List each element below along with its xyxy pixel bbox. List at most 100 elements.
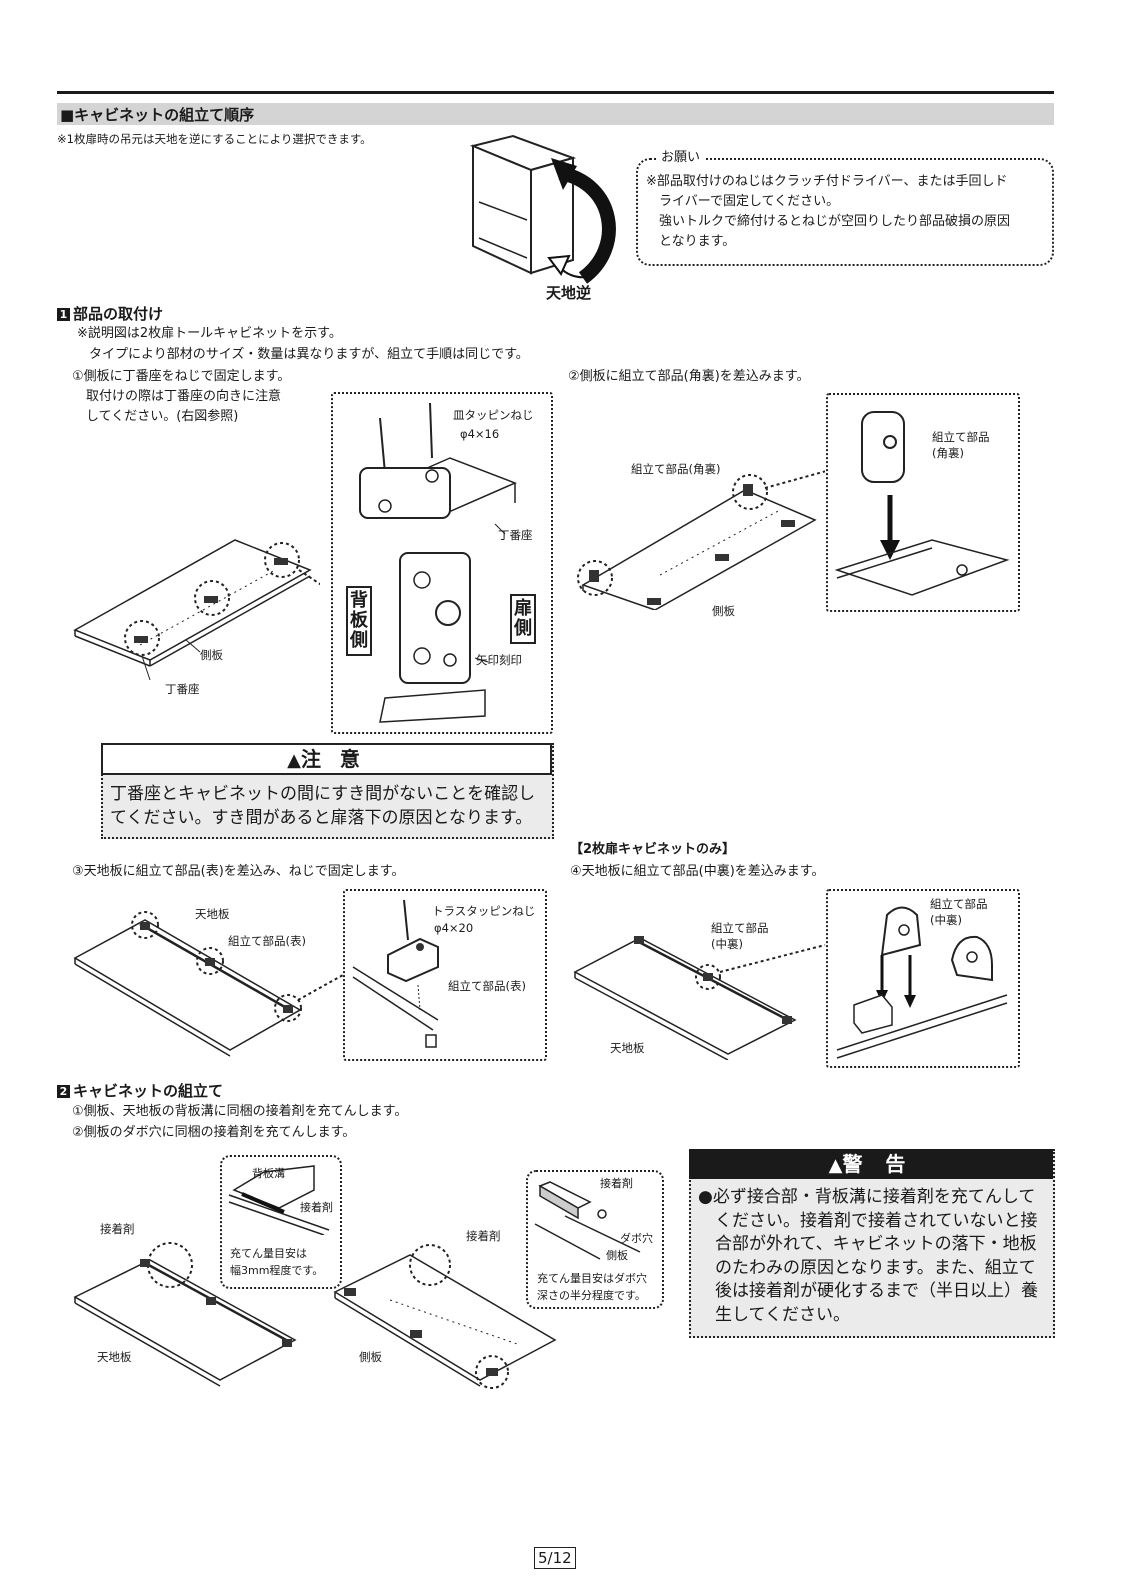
step2-part-inline-label: 組立て部品(角裏) bbox=[631, 462, 721, 476]
warning-line-4: のたわみの原因となります。また、組立て bbox=[715, 1257, 1036, 1278]
section-header-bar bbox=[57, 103, 1054, 125]
part2-adhesive-label: 接着剤 bbox=[300, 1201, 333, 1214]
caution-line-2: てください。すき間があると扉落下の原因となります。 bbox=[110, 808, 533, 828]
warning-icon: ▲ bbox=[828, 1155, 843, 1176]
warning-line-3: 合部が外れて、キャビネットの落下・地板 bbox=[715, 1234, 1037, 1254]
flip-label: 天地逆 bbox=[546, 284, 592, 302]
part2-adhesive-right-label: 接着剤 bbox=[600, 1177, 633, 1190]
step4-top-board-label: 天地板 bbox=[610, 1041, 645, 1055]
step1-line-1: ①側板に丁番座をねじで固定します。 bbox=[72, 369, 291, 384]
step3-top-board-illustration bbox=[73, 911, 344, 1057]
request-line-4: となります。 bbox=[659, 234, 736, 249]
step3-part-front-label: 組立て部品(表) bbox=[228, 934, 306, 948]
part2-dowel-hole-label: ダボ穴 bbox=[620, 1232, 653, 1245]
cabinet-flip-illustration bbox=[469, 134, 616, 284]
step3-part-front-label-2: 組立て部品(表) bbox=[448, 979, 526, 993]
request-line-1: ※部品取付けのねじはクラッチ付ドライバー、または手回しド bbox=[646, 174, 1008, 189]
caution-body: 丁番座とキャビネットの間にすき間がないことを確認し てください。すき間があると扉… bbox=[110, 782, 535, 830]
step3-screw-label: トラスタッピンねじ bbox=[432, 904, 536, 918]
part1-number: 1 bbox=[57, 308, 70, 321]
part2-groove-detail-box bbox=[220, 1155, 342, 1289]
step1-line-2: 取付けの際は丁番座の向きに注意 bbox=[86, 389, 282, 404]
step3-detail-illustration bbox=[352, 899, 439, 1048]
step4-part-label-2: (中裏) bbox=[711, 937, 743, 951]
step3-detail-box bbox=[343, 889, 547, 1061]
part1-note-1: ※説明図は2枚扉トールキャビネットを示す。 bbox=[77, 326, 342, 341]
caution-line-1: 丁番座とキャビネットの間にすき間がないことを確認し bbox=[110, 784, 536, 804]
request-box bbox=[636, 158, 1054, 266]
part2-side-panel-label: 側板 bbox=[359, 1350, 382, 1364]
warning-body: ●必ず接合部・背板溝に接着剤を充てんして ください。接着剤で接着されていないと接… bbox=[698, 1186, 1038, 1327]
step1-side-panel-label: 側板 bbox=[200, 648, 223, 662]
warning-title: 警 告 bbox=[842, 1152, 914, 1176]
part2-dowel-detail-illustration bbox=[534, 1181, 641, 1260]
request-line-3: 強いトルクで締付けるとねじが空回りしたり部品破損の原因 bbox=[659, 214, 1011, 229]
part2-step-2: ②側板のダボ穴に同梱の接着剤を充てんします。 bbox=[72, 1125, 356, 1140]
step4-detail-part-label-2: (中裏) bbox=[930, 913, 962, 927]
arrow-mark-label: 矢印刻印 bbox=[476, 653, 522, 667]
caution-icon: ▲ bbox=[287, 750, 301, 771]
step2-detail-box bbox=[826, 393, 1020, 612]
two-door-only-label: 【2枚扉キャビネットのみ】 bbox=[570, 842, 736, 857]
part2-groove-detail-illustration bbox=[228, 1165, 330, 1235]
step4-part-label-1: 組立て部品 bbox=[711, 921, 769, 935]
request-title: お願い bbox=[657, 148, 705, 168]
step1-detail-box bbox=[331, 392, 553, 734]
step2-side-panel-label: 側板 bbox=[712, 604, 735, 618]
step2-text: ②側板に組立て部品(角裏)を差込みます。 bbox=[568, 369, 810, 384]
warning-line-6: 生してください。 bbox=[715, 1304, 850, 1325]
step4-detail-part-label-1: 組立て部品 bbox=[930, 897, 988, 911]
request-body: ※部品取付けのねじはクラッチ付ドライバー、または手回しド ライバーで固定してくだ… bbox=[646, 172, 1010, 252]
step1-line-3: してください。(右図参照) bbox=[86, 409, 239, 424]
part2-amount1-line-2: 幅3mm程度です。 bbox=[230, 1264, 324, 1277]
hinge-base-detail-illustration bbox=[359, 402, 517, 723]
part2-step-1: ①側板、天地板の背板溝に同梱の接着剤を充てんします。 bbox=[72, 1104, 408, 1119]
section-note: ※1枚扉時の吊元は天地を逆にすることにより選択できます。 bbox=[57, 132, 372, 146]
top-rule bbox=[57, 91, 1054, 94]
door-side-label: 扉側 bbox=[510, 594, 536, 644]
step1-hinge-base-label: 丁番座 bbox=[165, 682, 200, 696]
warning-line-5: 後は接着剤が硬化するまで（半日以上）養 bbox=[715, 1281, 1038, 1301]
part2-top-board-label: 天地板 bbox=[97, 1350, 132, 1364]
step2-side-panel-illustration bbox=[577, 470, 825, 610]
step4-detail-box bbox=[826, 889, 1020, 1068]
step1-text: ①側板に丁番座をねじで固定します。 取付けの際は丁番座の向きに注意 してください… bbox=[72, 367, 290, 427]
warning-line-1: ●必ず接合部・背板溝に接着剤を充てんして bbox=[698, 1187, 1036, 1207]
part1-title: 部品の取付け bbox=[73, 305, 164, 323]
request-line-2: ライバーで固定してください。 bbox=[659, 194, 840, 209]
part2-adhesive-left-label: 接着剤 bbox=[100, 1222, 135, 1236]
step1-side-panel-illustration bbox=[73, 539, 320, 681]
part2-number: 2 bbox=[57, 1085, 70, 1098]
page-number: 5/12 bbox=[534, 1547, 576, 1569]
hinge-base-label: 丁番座 bbox=[498, 528, 533, 542]
part2-side-panel-illustration bbox=[333, 1244, 557, 1389]
step2-part-label-1: 組立て部品 bbox=[932, 430, 990, 444]
step4-top-board-illustration bbox=[573, 936, 826, 1060]
part2-amount2-line-2: 深さの半分程度です。 bbox=[537, 1289, 646, 1302]
section-title: ■キャビネットの組立て順序 bbox=[60, 106, 255, 124]
part2-groove-label: 背板溝 bbox=[252, 1167, 285, 1180]
part2-adhesive-mid-label: 接着剤 bbox=[466, 1229, 501, 1243]
part2-title: キャビネットの組立て bbox=[73, 1082, 224, 1100]
step3-top-board-label: 天地板 bbox=[195, 907, 230, 921]
part2-amount2-line-1: 充てん量目安はダボ穴 bbox=[537, 1272, 647, 1285]
step3-text: ③天地板に組立て部品(表)を差込み、ねじで固定します。 bbox=[72, 864, 405, 879]
part2-amount1-line-1: 充てん量目安は bbox=[230, 1247, 307, 1260]
screw-size-label: φ4×16 bbox=[460, 427, 500, 441]
part2-dowel-detail-box bbox=[526, 1170, 664, 1309]
part2-top-board-illustration bbox=[73, 1242, 297, 1387]
back-side-label: 背板側 bbox=[346, 586, 372, 656]
screw-label: 皿タッピンねじ bbox=[453, 408, 534, 422]
step3-screw-size-label: φ4×20 bbox=[434, 921, 474, 935]
step2-part-label-2: (角裏) bbox=[932, 446, 964, 460]
part2-side-panel-right-label: 側板 bbox=[606, 1249, 628, 1262]
caution-title: 注 意 bbox=[300, 747, 366, 771]
part1-note-2: タイプにより部材のサイズ・数量は異なりますが、組立て手順は同じです。 bbox=[89, 347, 529, 362]
step4-detail-illustration bbox=[836, 906, 1008, 1059]
step2-detail-illustration bbox=[834, 411, 1010, 596]
warning-title-bar: ▲警 告 bbox=[689, 1149, 1053, 1179]
warning-line-2: ください。接着剤で接着されていないと接 bbox=[715, 1210, 1038, 1231]
step4-text: ④天地板に組立て部品(中裏)を差込みます。 bbox=[570, 864, 825, 879]
